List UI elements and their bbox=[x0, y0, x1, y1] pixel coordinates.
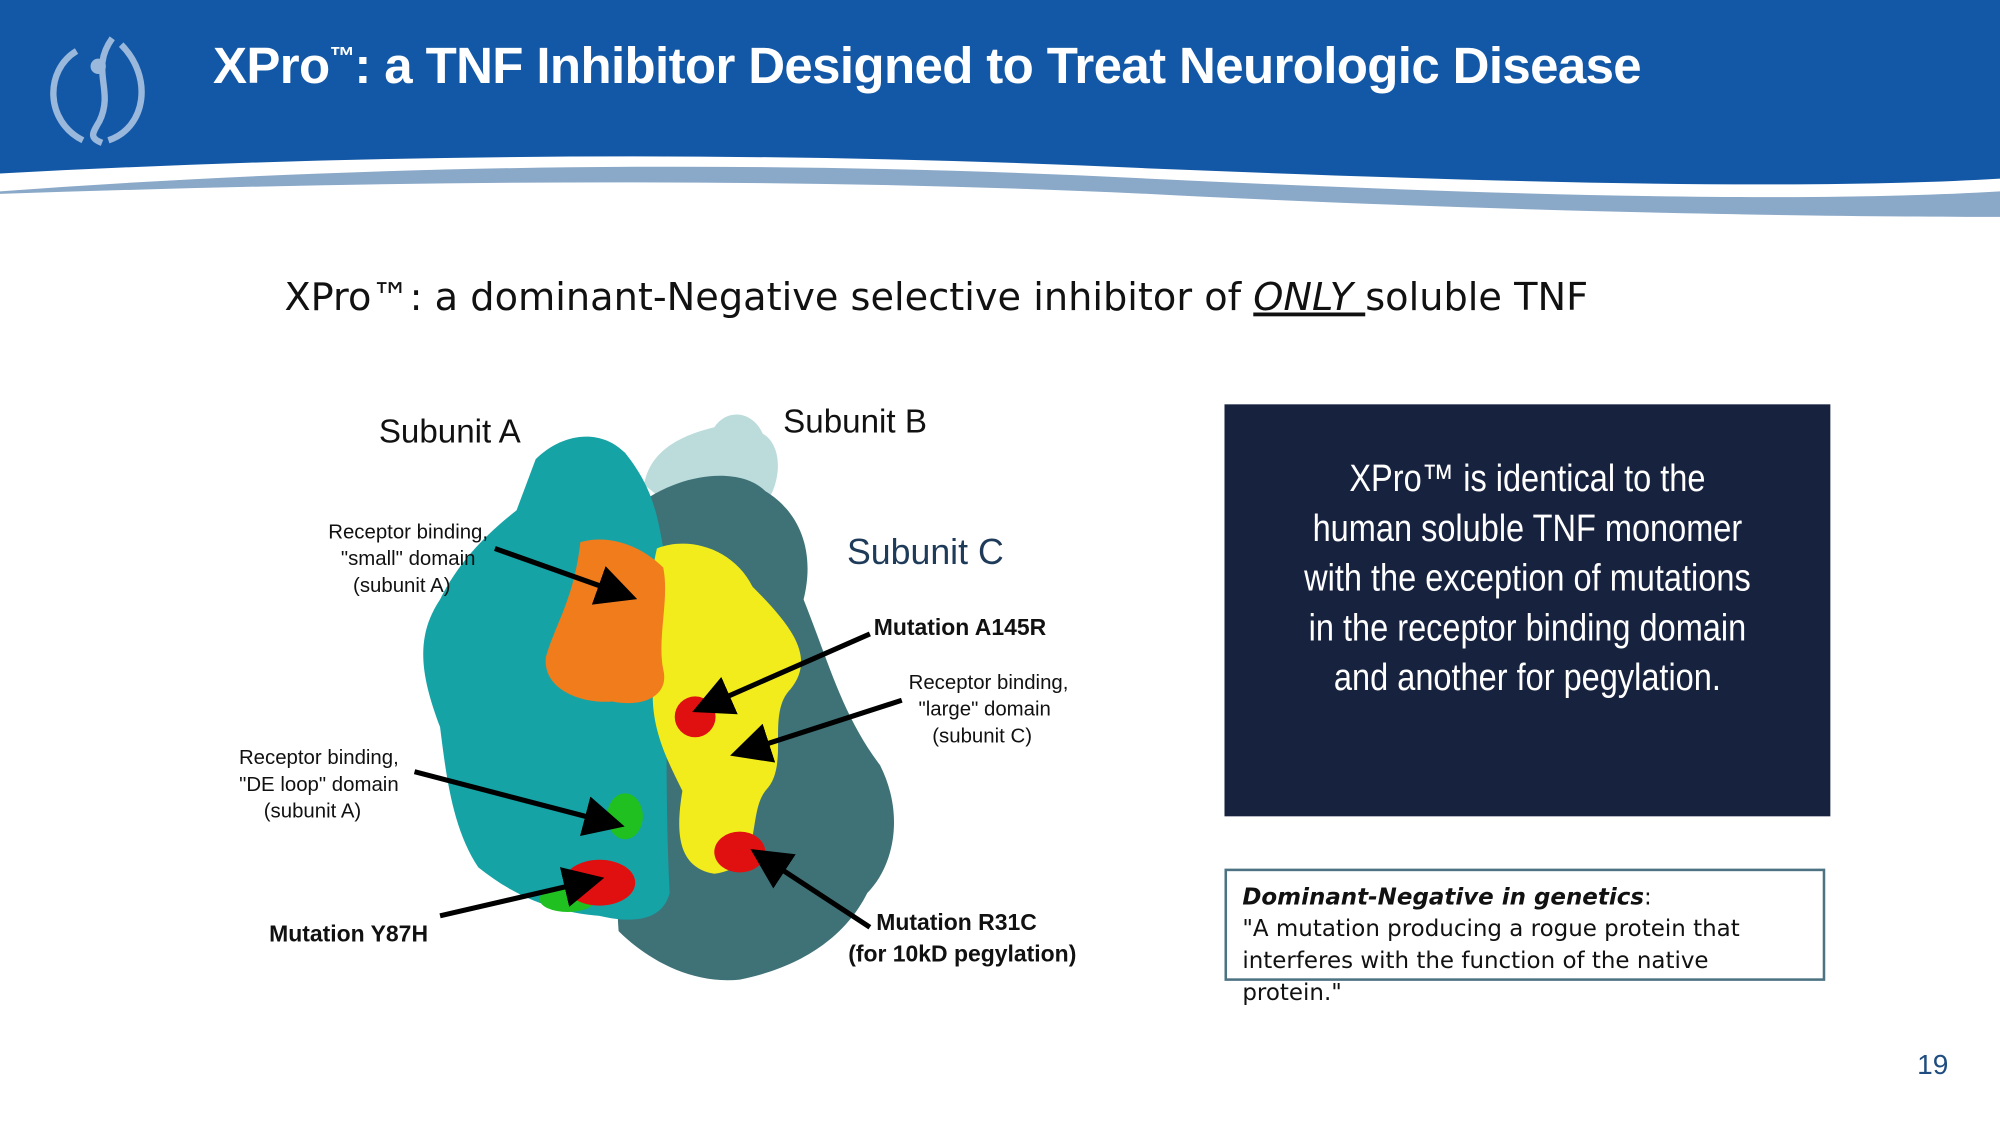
svg-text:(subunit C): (subunit C) bbox=[932, 725, 1032, 747]
arrow-de-loop bbox=[413, 769, 625, 836]
pointer-arrows bbox=[413, 546, 903, 930]
svg-text:"large" domain: "large" domain bbox=[919, 699, 1051, 721]
label-r31c-pegylation: (for 10kD pegylation) bbox=[848, 941, 1076, 967]
info-callout-box: XPro™ is identical to the human soluble … bbox=[1224, 404, 1831, 817]
label-mutation-a145r: Mutation A145R bbox=[874, 614, 1047, 640]
definition-text: "A mutation producing a rogue protein th… bbox=[1242, 915, 1740, 1007]
svg-text:(subunit A): (subunit A) bbox=[264, 801, 361, 823]
svg-text:"DE loop" domain: "DE loop" domain bbox=[239, 774, 399, 796]
label-de-loop-domain: Receptor binding, "DE loop" domain (subu… bbox=[239, 747, 399, 823]
arrow-a145r bbox=[692, 631, 871, 715]
subtitle: XPro™: a dominant-Negative selective inh… bbox=[284, 275, 1589, 321]
definition-colon: : bbox=[1644, 883, 1652, 911]
definition-box: Dominant-Negative in genetics: "A mutati… bbox=[1224, 868, 1826, 1006]
page-title: XPro™: a TNF Inhibitor Designed to Treat… bbox=[213, 38, 1642, 95]
svg-text:Receptor binding,: Receptor binding, bbox=[239, 747, 399, 769]
de-loop-domain-surface bbox=[607, 793, 643, 840]
label-subunit-c: Subunit C bbox=[847, 532, 1004, 572]
arrow-y87h bbox=[439, 867, 605, 919]
label-small-domain: Receptor binding, "small" domain (subuni… bbox=[328, 521, 488, 597]
arrow-r31c bbox=[750, 848, 872, 930]
header-wave-accent bbox=[0, 166, 2000, 217]
company-logo-icon bbox=[50, 36, 145, 146]
label-large-domain: Receptor binding, "large" domain (subuni… bbox=[909, 672, 1069, 748]
label-subunit-b: Subunit B bbox=[783, 403, 927, 440]
svg-text:(subunit A): (subunit A) bbox=[353, 575, 450, 597]
label-mutation-y87h: Mutation Y87H bbox=[269, 920, 428, 946]
label-mutation-r31c: Mutation R31C bbox=[876, 909, 1037, 935]
mutation-r31c-site bbox=[714, 831, 766, 873]
page-number: 19 bbox=[1917, 1048, 1949, 1081]
svg-text:Receptor binding,: Receptor binding, bbox=[909, 672, 1069, 694]
svg-text:Receptor binding,: Receptor binding, bbox=[328, 521, 488, 543]
arrow-large-domain bbox=[730, 697, 903, 763]
header-band bbox=[0, 0, 2000, 185]
definition-term: Dominant-Negative in genetics bbox=[1242, 883, 1645, 911]
svg-text:"small" domain: "small" domain bbox=[341, 548, 476, 570]
label-subunit-a: Subunit A bbox=[379, 414, 522, 451]
info-callout-text: XPro™ is identical to the human soluble … bbox=[1304, 457, 1751, 699]
arrow-small-domain bbox=[494, 546, 638, 605]
header-banner bbox=[0, 0, 2000, 217]
